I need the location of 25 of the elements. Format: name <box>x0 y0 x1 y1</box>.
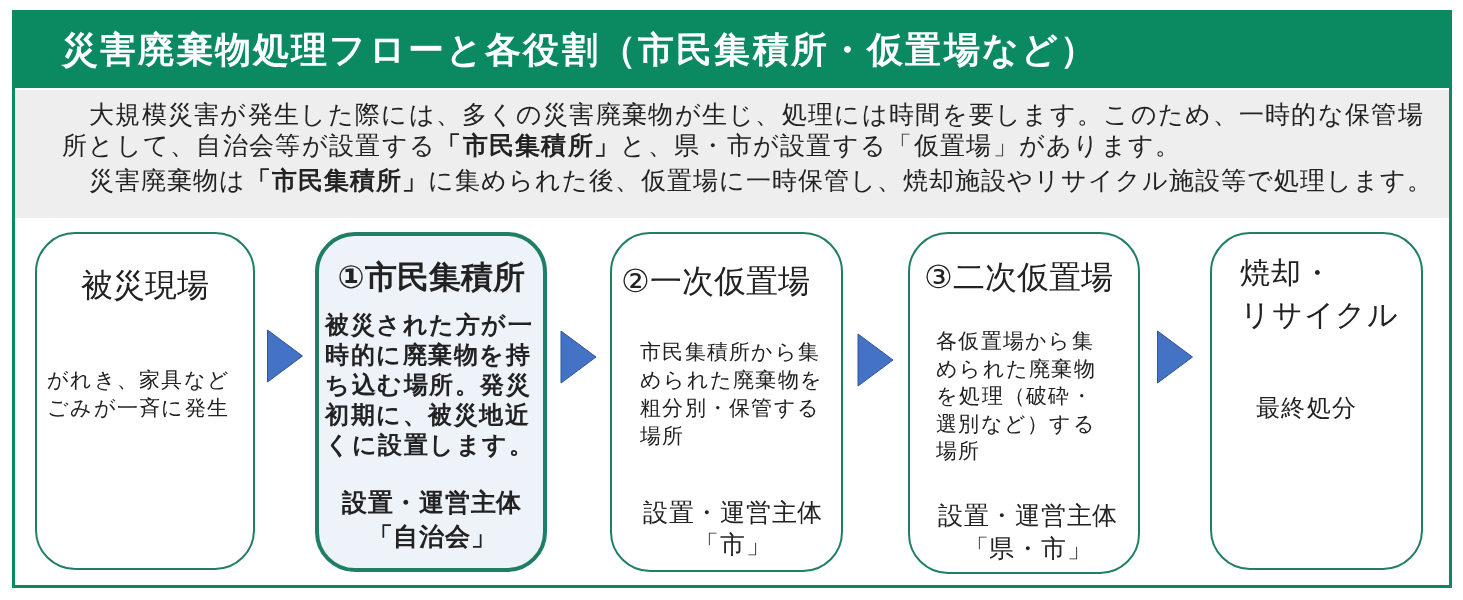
box-heading: ①市民集積所 <box>336 258 526 296</box>
intro-paragraph: 災害廃棄物は「市民集積所」に集められた後、仮置場に一時保管し、焼却施設やリサイクル施設等で処理します。 <box>88 165 1434 196</box>
box-description: 最終処分 <box>1256 393 1359 423</box>
step-box <box>1210 232 1423 570</box>
step-box <box>610 232 843 572</box>
box-description: 市民集積所から集められた廃棄物を粗分別・保管する場所 <box>640 339 825 450</box>
arrow <box>1157 330 1193 384</box>
box-description: 各仮置場から集められた廃棄物を処理（破砕・選別など）する場所 <box>936 328 1098 465</box>
intro-paragraph: 大規模災害が発生した際には、多くの災害廃棄物が生じ、処理には時間を要します。このため、一時的な保管場所として、自治会等が設置する「市民集積所」と、県・市が設置する「仮置場」があります。 <box>62 99 1425 161</box>
title: 災害廃棄物処理フローと各役割（市民集積所・仮置場など） <box>62 29 1099 71</box>
step-box <box>35 232 255 570</box>
box-description: がれき、家具などごみが一斉に発生 <box>47 367 232 422</box>
arrow <box>857 333 894 387</box>
box-heading: 被災現場 <box>80 266 210 304</box>
box-heading: 焼却・リサイクル <box>1240 254 1400 334</box>
arrow <box>267 329 303 383</box>
arrow <box>560 330 597 384</box>
box-description: 被災された方が一時的に廃棄物を持ち込む場所。発災初期に、被災地近くに設置します。 <box>325 310 535 460</box>
operator-text: 設置・運営主体「市」 <box>642 497 824 561</box>
operator-text: 設置・運営主体「県・市」 <box>937 500 1119 565</box>
step-box <box>908 232 1140 574</box>
box-heading: ②一次仮置場 <box>621 262 811 300</box>
step-box <box>315 232 547 572</box>
operator-text: 設置・運営主体「自治会」 <box>341 487 523 553</box>
box-heading: ③二次仮置場 <box>924 258 1114 296</box>
